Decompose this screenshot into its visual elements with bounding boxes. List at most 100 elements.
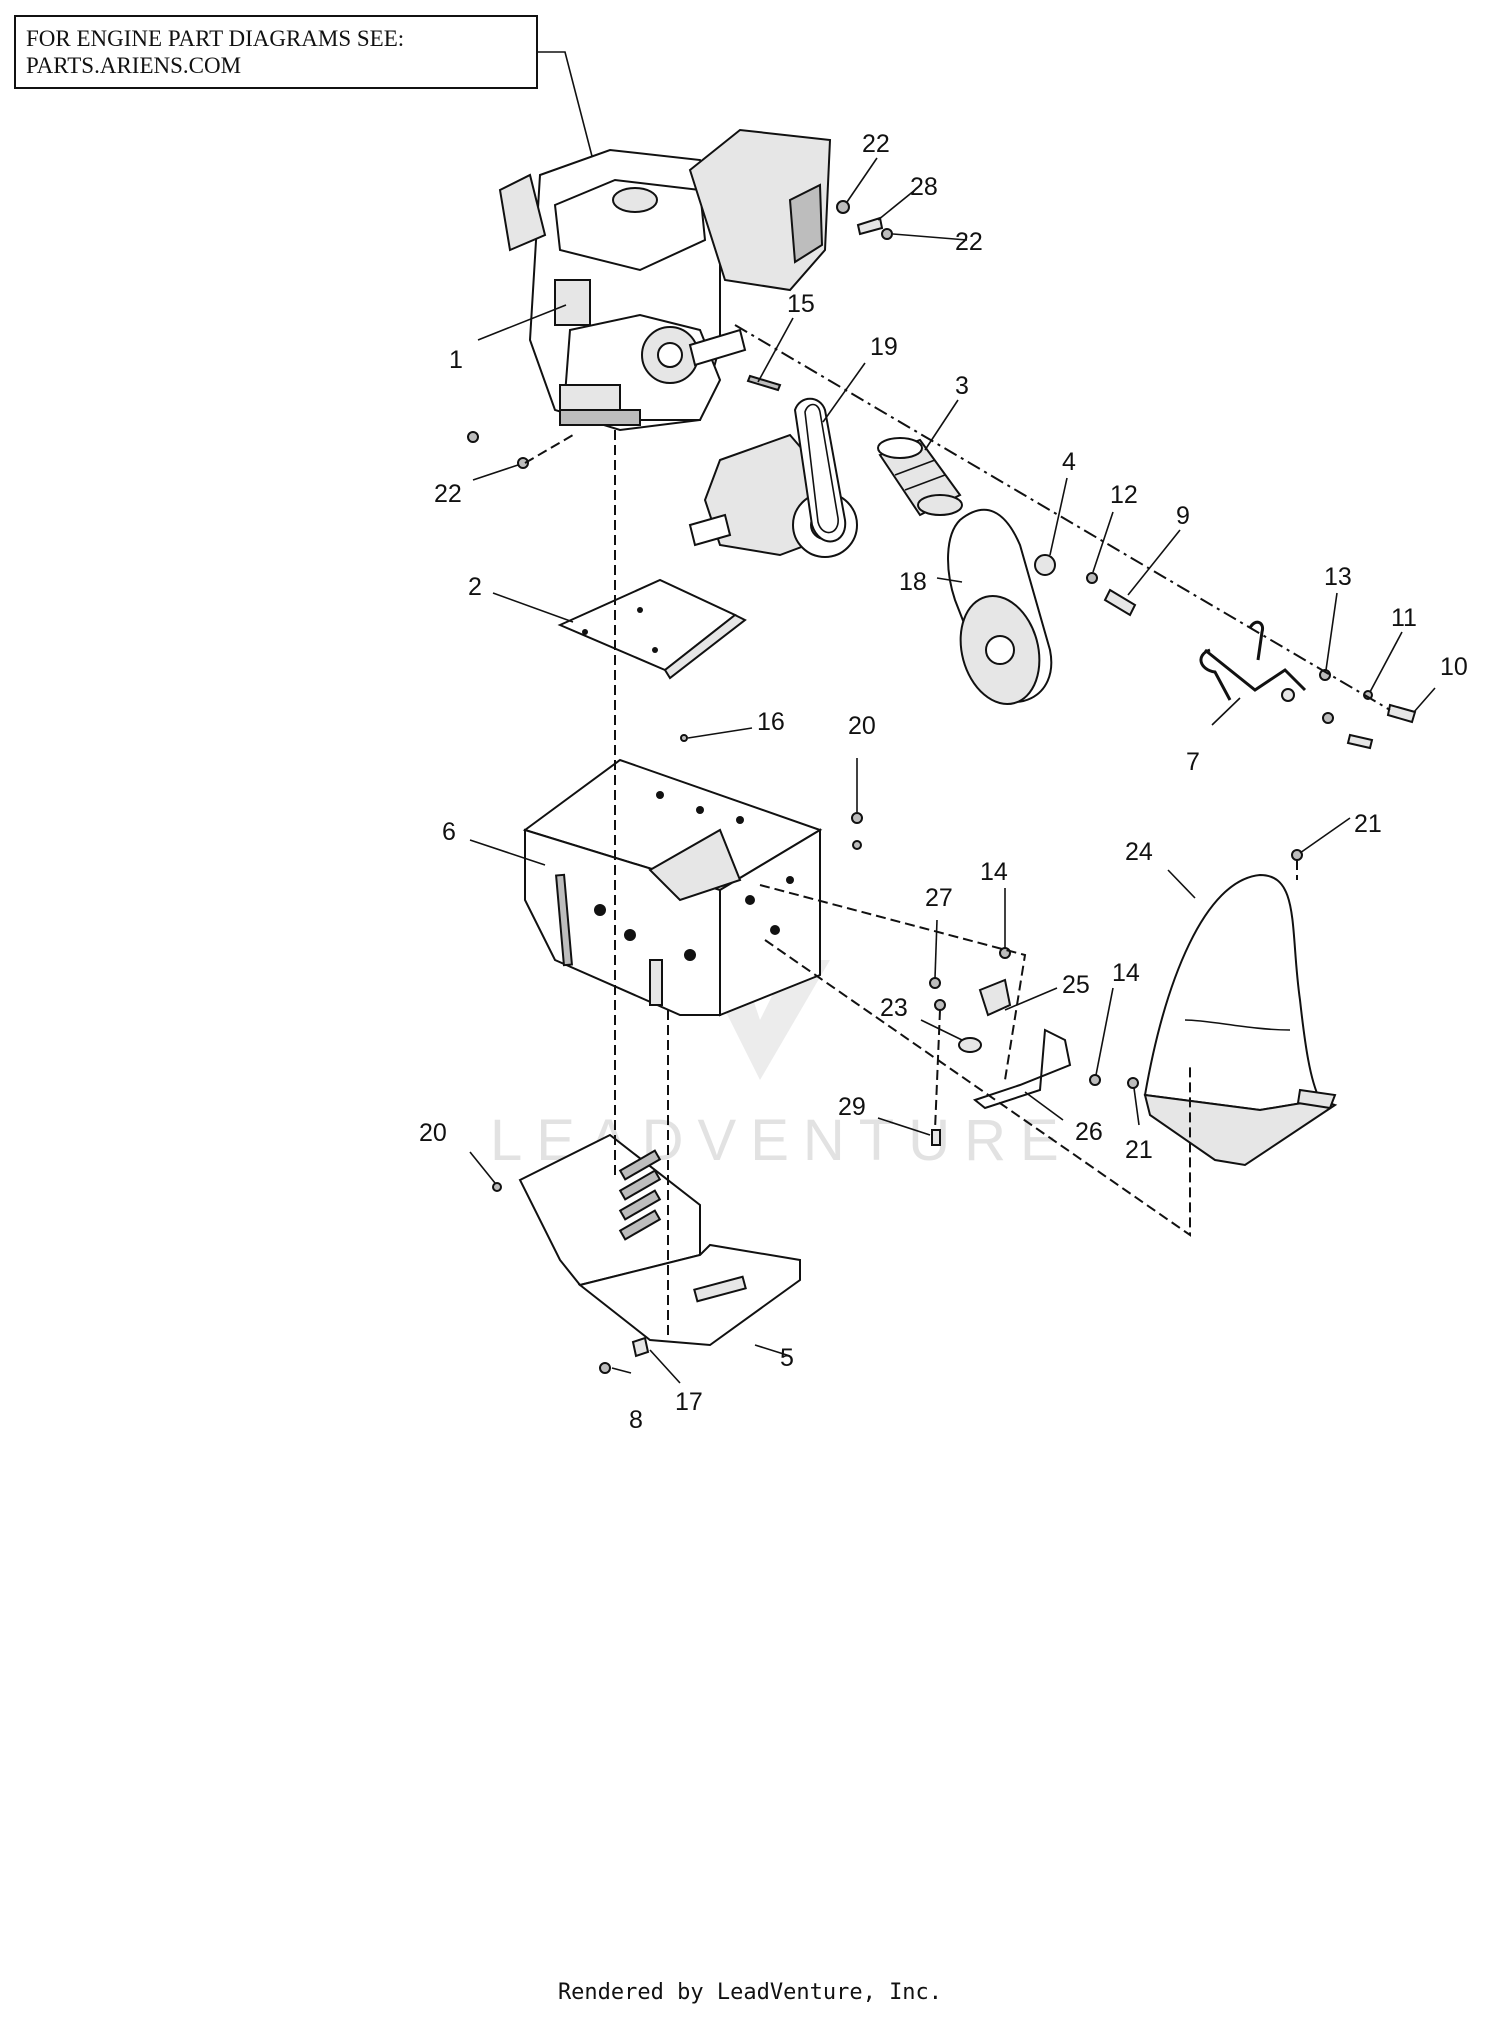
pin-part-16 [680,734,688,742]
callout-11: 11 [1391,604,1417,632]
callout-22c: 22 [434,480,462,508]
nut-part-22c [467,431,479,443]
key-part-15 [746,374,782,392]
callout-26: 26 [1075,1118,1103,1146]
leader-25 [1004,987,1058,1011]
callout-23: 23 [880,994,908,1022]
plate-part-2 [557,578,747,680]
bolt-part-20a [851,812,863,824]
bolt-part-20b [492,1182,502,1192]
leader-14b [1095,987,1114,1076]
guard-part-5 [518,1133,801,1347]
leader-20b [469,1151,496,1184]
leader-27 [934,919,938,979]
bolt-part-22b [881,228,893,240]
leader-5 [754,1344,791,1357]
callout-17: 17 [675,1388,703,1416]
leader-2 [492,592,574,623]
leader-22b [892,233,968,241]
callout-1: 1 [449,346,463,374]
nut-part-27 [929,977,941,989]
leader-13 [1325,592,1338,671]
nut-part-27b [934,999,946,1011]
leader-12 [1092,511,1114,573]
frame-part-6 [522,758,823,1017]
clip-part-28 [856,216,884,236]
belt-19-inner [804,403,839,534]
leader-24 [1167,869,1196,899]
bolt-part-21a [1291,849,1303,861]
leader-9 [1127,529,1181,596]
callout-28: 28 [910,173,938,201]
leader-6 [469,839,546,866]
nut-part-13b [1322,712,1334,724]
callout-13: 13 [1324,563,1352,591]
callout-14b: 14 [1112,959,1140,987]
leader-15 [757,317,794,383]
leader-8 [611,1367,632,1374]
callout-29: 29 [838,1093,866,1121]
callout-9: 9 [1176,502,1190,530]
nut-part-22a [836,200,850,214]
assembly-line-bolt-22 [524,434,574,464]
rod-7-clip [1281,688,1295,702]
leader-23 [920,1019,963,1041]
bolt-part-10 [1386,703,1417,724]
callout-16: 16 [757,708,785,736]
bolt-part-8 [599,1362,611,1374]
nut-part-14b [1089,1074,1101,1086]
engine-diagram-note: FOR ENGINE PART DIAGRAMS SEE: PARTS.ARIE… [14,15,538,89]
leader-16 [687,727,753,739]
callout-19: 19 [870,333,898,361]
callout-25: 25 [1062,971,1090,999]
callout-4: 4 [1062,448,1076,476]
leader-21b [1133,1087,1140,1126]
callout-27: 27 [925,884,953,912]
callout-21b: 21 [1125,1136,1153,1164]
spacer-part-4 [1034,554,1056,576]
bracket-part-26 [972,1028,1072,1110]
callout-5: 5 [780,1344,794,1372]
leader-7 [1211,697,1241,726]
bracket-part-25 [978,978,1012,1017]
nut-part-20a [852,840,862,850]
callout-20b: 20 [419,1119,447,1147]
callout-18: 18 [899,568,927,596]
leader-10 [1413,687,1436,713]
leader-18 [936,577,963,583]
assembly-line-bolt-29 [934,1009,941,1131]
callout-15: 15 [787,290,815,318]
engine-part-1 [498,128,832,432]
leader-1 [477,304,567,341]
leader-28 [877,189,916,221]
bolt-part-22c [517,457,529,469]
leader-21a [1299,817,1351,854]
callout-10: 10 [1440,653,1468,681]
callout-22b: 22 [955,228,983,256]
leader-11 [1369,631,1403,693]
callout-21a: 21 [1354,810,1382,838]
leader-22c [472,464,519,481]
assembly-line-bracket [759,884,1027,1081]
pulley-part-3 [877,437,963,517]
rod-part-7 [1199,620,1307,701]
callout-7: 7 [1186,748,1200,776]
bolt-part-10b [1346,733,1374,750]
clip-part-17 [631,1336,650,1358]
callout-3: 3 [955,372,969,400]
note-line-2: PARTS.ARIENS.COM [26,53,242,78]
leader-3 [924,399,959,451]
note-line-1: FOR ENGINE PART DIAGRAMS SEE: [26,26,405,51]
leader-26 [1024,1091,1064,1121]
bolt-part-29 [931,1129,941,1146]
footer-credit: Rendered by LeadVenture, Inc. [557,1980,943,2005]
assembly-line-shaft [734,324,1391,711]
callout-12: 12 [1110,481,1138,509]
callout-6: 6 [442,818,456,846]
leader-29 [877,1117,931,1136]
belt-cover-part-24 [1143,873,1338,1167]
callout-24: 24 [1125,838,1153,866]
callout-20a: 20 [848,712,876,740]
assembly-line-cover [764,939,1191,1237]
